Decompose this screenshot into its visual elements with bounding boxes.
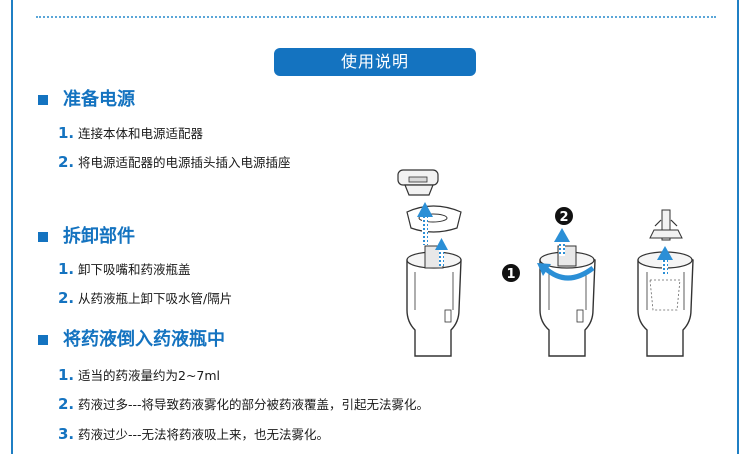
step-item: 2.从药液瓶上卸下吸水管/隔片 xyxy=(58,288,232,308)
step-text: 药液过少---无法将药液吸上来，也无法雾化。 xyxy=(78,427,330,442)
step-item: 2.药液过多---将导致药液雾化的部分被药液覆盖，引起无法雾化。 xyxy=(58,394,429,414)
step-item: 1.适当的药液量约为2~7ml xyxy=(58,365,220,385)
step-number: 1. xyxy=(58,124,75,142)
step-badge-1: 1 xyxy=(502,264,520,282)
step-number: 2. xyxy=(58,153,75,171)
section-bullet-icon xyxy=(38,335,48,345)
step-item: 1.连接本体和电源适配器 xyxy=(58,123,203,143)
page-title: 使用说明 xyxy=(274,48,476,76)
step-text: 适当的药液量约为2~7ml xyxy=(78,368,221,383)
step-text: 从药液瓶上卸下吸水管/隔片 xyxy=(78,291,233,306)
step-number: 2. xyxy=(58,395,75,413)
illustration-svg: 1 2 xyxy=(397,169,694,357)
nebulizer-body-3-icon xyxy=(637,209,694,357)
step-number: 1. xyxy=(58,260,75,278)
step-text: 卸下吸嘴和药液瓶盖 xyxy=(78,262,191,277)
step-text: 药液过多---将导致药液雾化的部分被药液覆盖，引起无法雾化。 xyxy=(78,397,430,412)
step-badge-2: 2 xyxy=(555,207,573,225)
section-title: 将药液倒入药液瓶中 xyxy=(63,329,225,350)
step-number: 3. xyxy=(58,425,75,443)
nebulizer-illustration: 1 2 xyxy=(395,160,725,365)
svg-text:1: 1 xyxy=(506,267,515,282)
step-number: 1. xyxy=(58,366,75,384)
step-item: 1.卸下吸嘴和药液瓶盖 xyxy=(58,259,191,279)
frame-left-border xyxy=(11,0,13,454)
section-title: 准备电源 xyxy=(63,89,135,110)
section-title: 拆卸部件 xyxy=(63,226,135,247)
section-bullet-icon xyxy=(38,95,48,105)
step-number: 2. xyxy=(58,289,75,307)
nebulizer-body-1-icon xyxy=(397,169,462,357)
dotted-divider xyxy=(36,16,716,18)
step-item: 2.将电源适配器的电源插头插入电源插座 xyxy=(58,152,291,172)
step-item: 3.药液过少---无法将药液吸上来，也无法雾化。 xyxy=(58,424,329,444)
step-text: 连接本体和电源适配器 xyxy=(78,126,204,141)
nebulizer-body-2-icon xyxy=(537,228,596,357)
section-bullet-icon xyxy=(38,232,48,242)
svg-text:2: 2 xyxy=(559,210,568,225)
step-text: 将电源适配器的电源插头插入电源插座 xyxy=(78,155,291,170)
frame-right-border xyxy=(737,0,739,454)
